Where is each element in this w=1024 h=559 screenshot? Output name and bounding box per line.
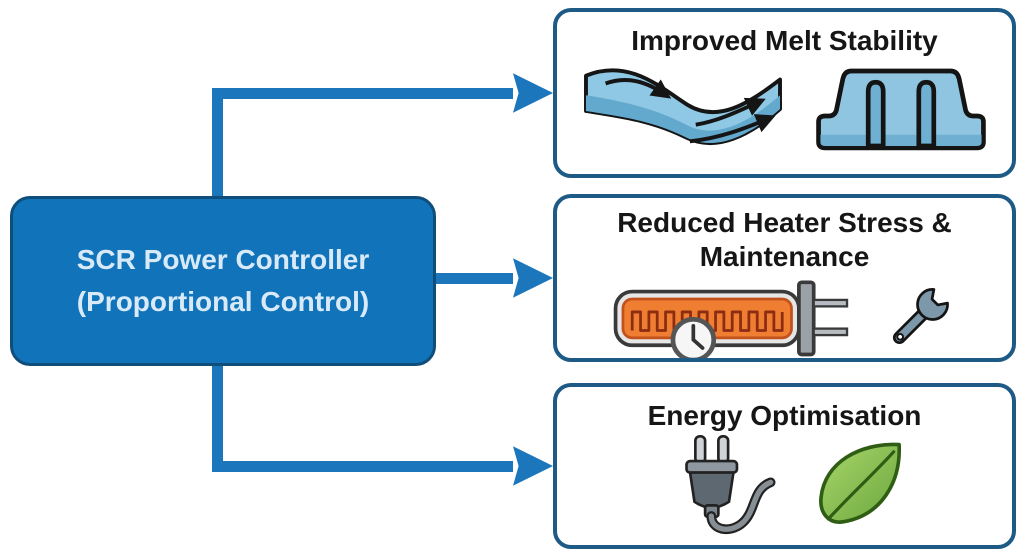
benefit-icon-row <box>557 273 1012 358</box>
connector-bottom-horizontal <box>212 461 513 472</box>
main-node-line2: (Proportional Control) <box>76 286 370 317</box>
arrowhead-bottom-icon <box>513 446 553 486</box>
plug-icon <box>684 434 775 534</box>
connector-top-horizontal <box>212 88 513 99</box>
benefit-box-heater-stress: Reduced Heater Stress & Maintenance <box>553 194 1016 362</box>
connector-middle-horizontal <box>436 273 513 284</box>
benefit-icon-row <box>557 431 1012 539</box>
melt-flow-icon <box>583 67 782 145</box>
main-node-line1: SCR Power Controller <box>76 244 370 275</box>
benefit-title: Reduced Heater Stress & Maintenance <box>617 207 952 272</box>
leaf-icon <box>818 442 901 525</box>
benefit-title: Energy Optimisation <box>647 400 922 431</box>
connector-bottom-vertical <box>212 366 223 472</box>
main-node-scr-controller: SCR Power Controller (Proportional Contr… <box>10 196 436 366</box>
benefit-icon-row <box>557 60 1012 158</box>
connector-top-vertical <box>212 88 223 196</box>
arrowhead-top-icon <box>513 73 553 113</box>
benefit-title: Improved Melt Stability <box>631 25 938 56</box>
benefit-box-energy-optimisation: Energy Optimisation <box>553 383 1016 549</box>
molded-part-icon <box>815 68 986 151</box>
heater-clock-icon <box>613 280 848 358</box>
benefit-box-melt-stability: Improved Melt Stability <box>553 8 1016 178</box>
arrowhead-middle-icon <box>513 258 553 298</box>
wrench-icon <box>892 287 949 344</box>
